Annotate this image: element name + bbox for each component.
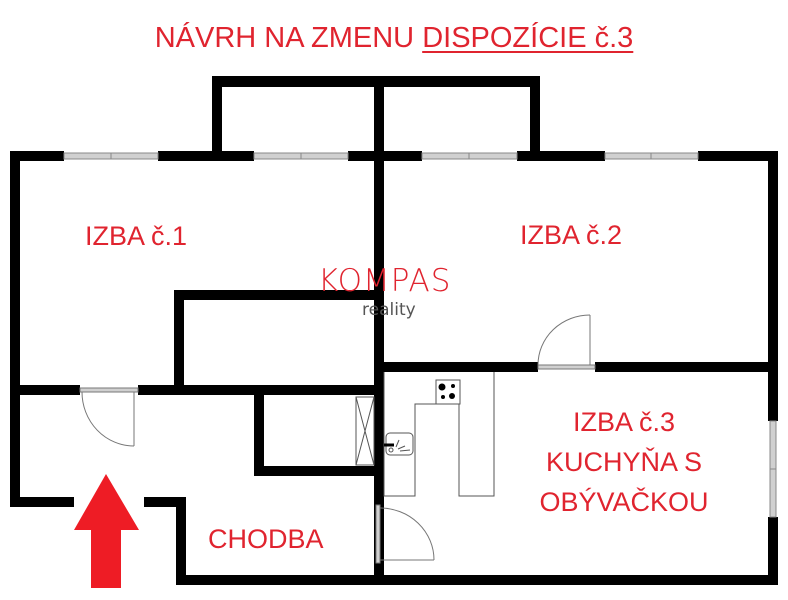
storage-shelf [355,396,375,466]
room-label-izba-3-line-1: IZBA č.3 [572,407,676,437]
sink-icon [384,432,414,456]
room-label-izba-3-line-3: OBÝVAČKOU [539,487,709,517]
kompas-logo: KOMPAS reality [318,266,478,326]
title-prefix: NÁVRH NA ZMENU [154,22,423,54]
room-label-chodba: CHODBA [208,524,324,554]
room-label-izba-3-line-2: KUCHYŇA S [545,447,703,477]
doors [79,314,596,564]
logo-sub: reality [362,300,416,320]
room-label-izba-3: IZBA č.3 KUCHYŇA S OBÝVAČKOU [530,402,718,522]
interior-walls [10,80,778,585]
title-underlined: DISPOZÍCIE č.3 [422,22,634,54]
logo-brand: KOMPAS [318,263,452,299]
entrance-arrow-icon [74,474,139,588]
stove-icon [435,379,461,405]
room-label-izba-1: IZBA č.1 [85,221,188,251]
plan-title: NÁVRH NA ZMENU DISPOZÍCIE č.3 [0,22,788,55]
outer-walls [10,151,778,585]
room-label-izba-2: IZBA č.2 [520,220,623,250]
